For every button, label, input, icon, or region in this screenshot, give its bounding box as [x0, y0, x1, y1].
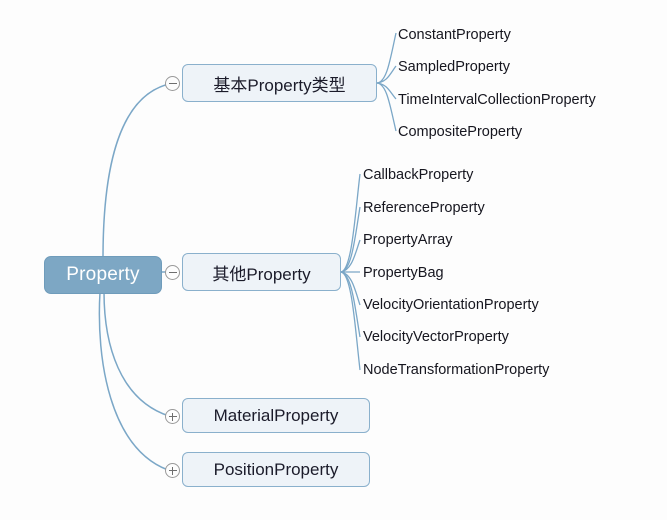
edge-branch-2-leaf-7	[340, 271, 361, 371]
edge-root-to-branch-3	[103, 291, 170, 417]
root-node-label: Property	[66, 264, 140, 285]
edge-branch-1-leaf-1	[376, 32, 397, 84]
branch-node-label: MaterialProperty	[213, 405, 339, 425]
branch-node-label: 基本Property类型	[213, 75, 346, 95]
edge-branch-2-leaf-6	[340, 271, 361, 338]
leaf-callback-property[interactable]: CallbackProperty	[363, 167, 474, 183]
edge-branch-2-leaf-1	[340, 173, 361, 273]
edge-branch-2-leaf-3	[340, 239, 361, 273]
edge-root-to-branch-1	[102, 82, 175, 259]
leaf-time-interval-collection-property[interactable]: TimeIntervalCollectionProperty	[398, 92, 596, 108]
expand-toggle-branch-4[interactable]	[165, 463, 180, 478]
branch-node-other-property[interactable]: 其他Property	[182, 253, 341, 291]
collapse-toggle-branch-1[interactable]	[165, 76, 180, 91]
branch-node-label: PositionProperty	[213, 459, 339, 479]
root-node-property[interactable]: Property	[44, 256, 162, 294]
collapse-toggle-branch-2[interactable]	[165, 265, 180, 280]
leaf-property-bag[interactable]: PropertyBag	[363, 265, 444, 281]
branch-node-basic-property-types[interactable]: 基本Property类型	[182, 64, 377, 102]
leaf-property-array[interactable]: PropertyArray	[363, 232, 453, 248]
edge-root-to-branch-4	[98, 291, 169, 471]
leaf-reference-property[interactable]: ReferenceProperty	[363, 200, 485, 216]
edge-branch-1-leaf-3	[376, 82, 397, 100]
expand-toggle-branch-3[interactable]	[165, 409, 180, 424]
leaf-node-transformation-property[interactable]: NodeTransformationProperty	[363, 362, 550, 378]
edge-branch-1-leaf-2	[376, 65, 397, 84]
leaf-constant-property[interactable]: ConstantProperty	[398, 27, 511, 43]
leaf-velocity-vector-property[interactable]: VelocityVectorProperty	[363, 329, 509, 345]
edge-branch-2-leaf-2	[340, 206, 361, 273]
leaf-sampled-property[interactable]: SampledProperty	[398, 59, 511, 75]
branch-node-position-property[interactable]: PositionProperty	[182, 452, 370, 487]
leaf-composite-property[interactable]: CompositeProperty	[398, 124, 523, 140]
leaf-velocity-orientation-property[interactable]: VelocityOrientationProperty	[363, 297, 539, 313]
branch-node-label: 其他Property	[212, 264, 311, 284]
branch-node-material-property[interactable]: MaterialProperty	[182, 398, 370, 433]
edge-branch-2-leaf-5	[340, 271, 361, 306]
edge-branch-1-leaf-4	[376, 82, 397, 132]
